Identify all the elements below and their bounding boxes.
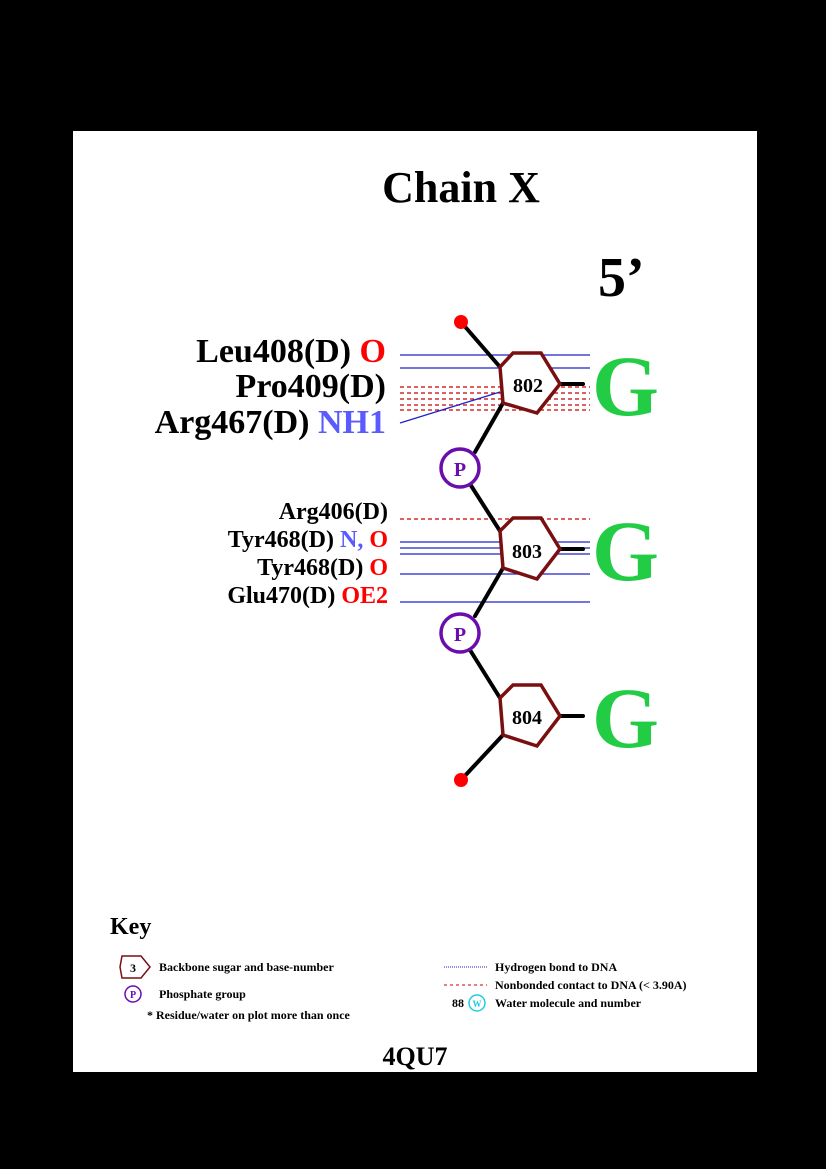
phosphate-circle-icon — [439, 612, 481, 654]
sugar-802: 802 — [498, 351, 563, 416]
residue-name: Tyr468(D) — [228, 527, 334, 553]
key-phosphate-label: Phosphate group — [159, 987, 246, 1001]
sugar-pentagon-icon — [498, 683, 563, 749]
base-letter: G — [592, 670, 659, 766]
backbone — [459, 320, 585, 782]
residue-label: Tyr468(D) N, O — [228, 527, 388, 553]
terminal-oxygen-atom — [454, 315, 468, 329]
phosphate-circle-icon — [124, 985, 142, 1003]
residue-label: Pro409(D) — [236, 368, 386, 405]
key-hbond-label: Hydrogen bond to DNA — [495, 960, 617, 974]
phosphate-1: P — [439, 447, 481, 489]
residue-name: Pro409(D) — [236, 368, 386, 405]
nucleotide-number: 804 — [512, 707, 542, 729]
backbone-bond — [473, 566, 505, 618]
terminal-oxygen-atom — [454, 773, 468, 787]
residue-name: Arg467(D) — [155, 404, 310, 441]
residue-name: Glu470(D) — [227, 583, 335, 609]
residue-label: Arg467(D) NH1 — [155, 404, 386, 441]
chain-title: Chain X — [382, 163, 540, 212]
contact-lines — [399, 354, 590, 603]
pdb-id: 4QU7 — [383, 1042, 448, 1071]
sugar-pentagon-icon — [498, 516, 563, 582]
base-letter: G — [592, 503, 659, 599]
residue-name: Leu408(D) — [196, 333, 351, 370]
phosphate-circle-icon — [439, 447, 481, 489]
key-multi-label: * Residue/water on plot more than once — [147, 1008, 351, 1022]
nucleotide-number: 803 — [512, 541, 542, 563]
atom-label: N, — [334, 527, 363, 553]
phosphate-label: P — [454, 459, 466, 481]
sugar-804: 804 — [498, 683, 563, 749]
backbone-bond — [459, 733, 505, 782]
key-water-number: 88 — [452, 996, 464, 1010]
atom-label: OE2 — [335, 583, 388, 609]
sugar-pentagon-icon — [119, 955, 151, 979]
hbond-line — [399, 391, 501, 424]
five-prime-label: 5’ — [598, 247, 645, 309]
atom-label: O — [351, 333, 386, 370]
residue-label: Glu470(D) OE2 — [227, 583, 388, 609]
base-letter: G — [592, 338, 659, 434]
key-legend: Key 3 Backbone sugar and base-number P P… — [110, 914, 687, 1022]
key-sugar-label: Backbone sugar and base-number — [159, 960, 334, 974]
residue-name: Tyr468(D) — [257, 555, 363, 581]
atom-label: O — [363, 555, 388, 581]
atom-label: NH1 — [310, 404, 387, 441]
sugar-803: 803 — [498, 516, 563, 582]
key-phosphate-sample: P — [130, 990, 136, 1001]
residue-label: Arg406(D) — [279, 499, 388, 525]
atom-label: O — [363, 527, 388, 553]
phosphate-2: P — [439, 612, 481, 654]
sugar-pentagon-icon — [498, 351, 563, 416]
residue-labels: Leu408(D) O Pro409(D) Arg467(D) NH1 Arg4… — [155, 333, 388, 609]
key-sugar-sample: 3 — [130, 961, 136, 975]
residue-label: Leu408(D) O — [196, 333, 386, 370]
water-circle-icon — [468, 994, 486, 1012]
residue-label: Tyr468(D) O — [257, 555, 388, 581]
key-water-label: Water molecule and number — [495, 996, 642, 1010]
residue-name: Arg406(D) — [279, 499, 388, 525]
key-nonbonded-label: Nonbonded contact to DNA (< 3.90A) — [495, 978, 687, 992]
backbone-bond — [459, 320, 502, 369]
backbone-bond — [468, 482, 502, 533]
key-water-sample: W — [473, 999, 482, 1009]
backbone-bond — [473, 401, 505, 454]
backbone-bond — [468, 648, 502, 700]
nucleotide-number: 802 — [513, 375, 543, 397]
key-title: Key — [110, 914, 151, 940]
phosphate-label: P — [454, 624, 466, 646]
